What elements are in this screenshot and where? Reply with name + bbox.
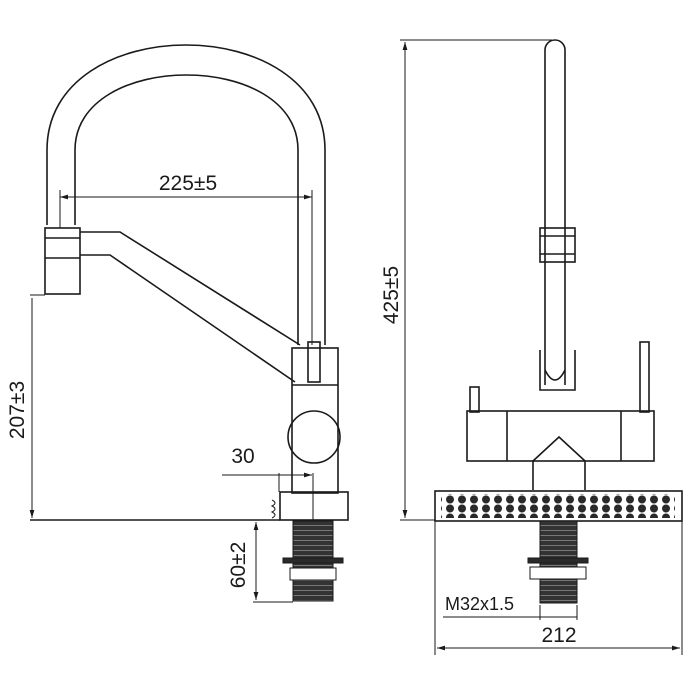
front-spout [544,39,566,385]
dim-shank-length: 60±2 [227,542,250,589]
dim-total-height: 425±5 [380,266,403,324]
base-plate [279,491,349,521]
body-column [291,347,339,494]
spray-head [44,227,81,295]
spout-arc [46,44,326,345]
dim-deck-thickness: 30 [231,445,254,468]
dim-thread: M32x1.5 [445,594,514,614]
front-body [466,410,655,462]
lever-knob [287,410,341,464]
side-view: 225±5 207±3 30 60±2 [6,44,349,603]
dim-spout-reach: 225±5 [159,172,217,195]
front-connector [539,227,576,263]
dim-base-width: 212 [541,624,576,647]
dim-spout-height: 207±3 [6,381,29,439]
spout-arm [80,231,301,383]
front-view: 425±5 212 M32x1.5 [380,39,683,655]
